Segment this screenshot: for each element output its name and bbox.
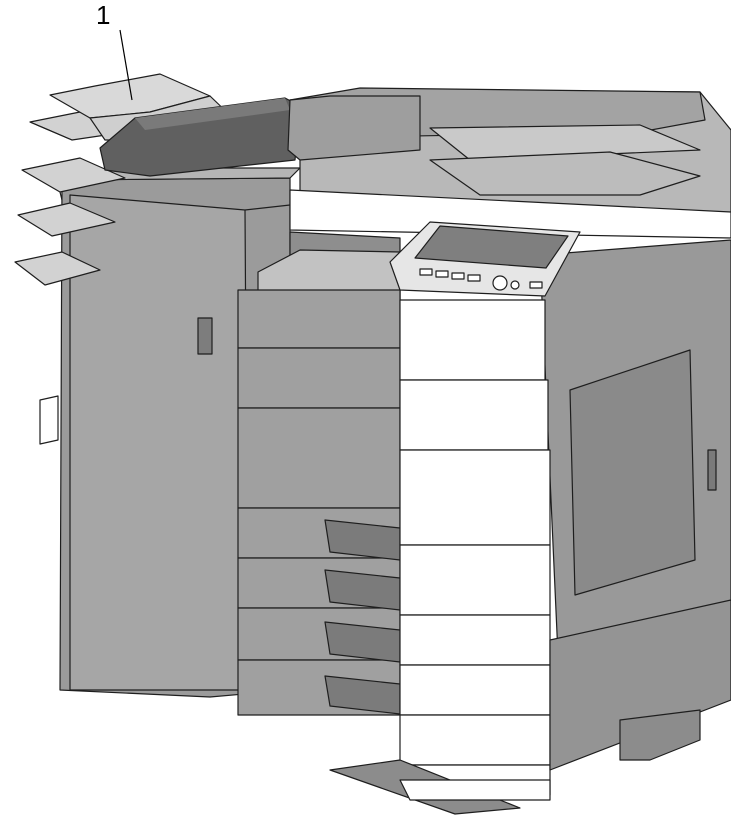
finisher-output-trays	[14, 109, 141, 286]
panel-button-1	[419, 268, 433, 276]
front-drawer-2	[237, 407, 401, 509]
scanner-band	[289, 189, 731, 239]
finisher-door-handle	[197, 317, 213, 355]
white-front-panels	[399, 299, 551, 796]
callout-number-1: 1	[96, 0, 111, 30]
finisher-unit	[14, 29, 301, 698]
adf-output-tray	[429, 151, 701, 196]
panel-button-2	[435, 270, 449, 278]
left-drawer-column	[237, 289, 401, 716]
panel-button-3	[451, 272, 465, 280]
mfp-main-body	[237, 87, 731, 815]
tray-handles	[324, 519, 401, 715]
front-drawer-1	[237, 347, 401, 409]
adf-input-tray	[429, 124, 701, 161]
finisher-side-grip	[39, 395, 59, 445]
panel-button-5	[529, 281, 543, 289]
start-button	[492, 275, 508, 291]
stop-button	[510, 280, 520, 290]
panel-button-4	[467, 274, 481, 282]
base-foot-right	[619, 709, 701, 761]
callout-leader-line	[119, 29, 133, 101]
side-access-door	[569, 349, 696, 596]
touch-screen	[414, 225, 569, 269]
control-panel	[389, 221, 581, 297]
upper-front-panel	[237, 289, 401, 349]
